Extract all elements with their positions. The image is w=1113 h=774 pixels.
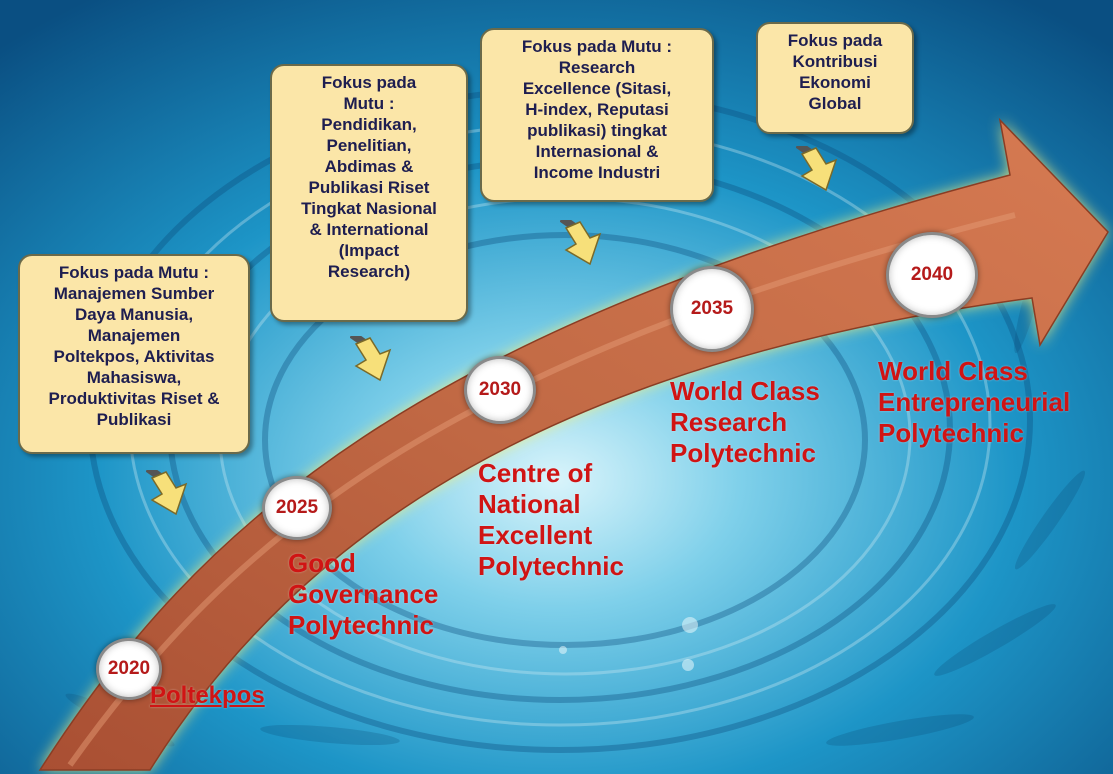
year-badge-2035: 2035 bbox=[670, 266, 754, 352]
milestone-2030: Centre of National Excellent Polytechnic bbox=[478, 458, 624, 581]
focus-box-2030: Fokus pada Mutu : Research Excellence (S… bbox=[480, 28, 714, 202]
year-badge-2040: 2040 bbox=[886, 232, 978, 318]
year-badge-2030: 2030 bbox=[464, 356, 536, 424]
year-badge-2025: 2025 bbox=[262, 476, 332, 540]
bubbles-decoration bbox=[559, 617, 698, 671]
milestone-2025: Good Governance Polytechnic bbox=[288, 548, 439, 640]
focus-box-2020: Fokus pada Mutu : Manajemen Sumber Daya … bbox=[18, 254, 250, 454]
focus-box-2025: Fokus pada Mutu : Pendidikan, Penelitian… bbox=[270, 64, 468, 322]
curved-arrow bbox=[38, 117, 1109, 771]
down-arrow-icon bbox=[796, 146, 838, 192]
down-arrow-icon bbox=[350, 336, 392, 382]
milestone-2035: World Class Research Polytechnic bbox=[670, 376, 820, 468]
milestone-2020: Poltekpos bbox=[150, 682, 265, 709]
down-arrow-icon bbox=[146, 470, 188, 516]
milestone-2040: World Class Entrepreneurial Polytechnic bbox=[878, 356, 1071, 448]
focus-box-2040: Fokus pada Kontribusi Ekonomi Global bbox=[756, 22, 914, 134]
year-badge-2020: 2020 bbox=[96, 638, 162, 700]
down-arrow-icon bbox=[560, 220, 602, 266]
